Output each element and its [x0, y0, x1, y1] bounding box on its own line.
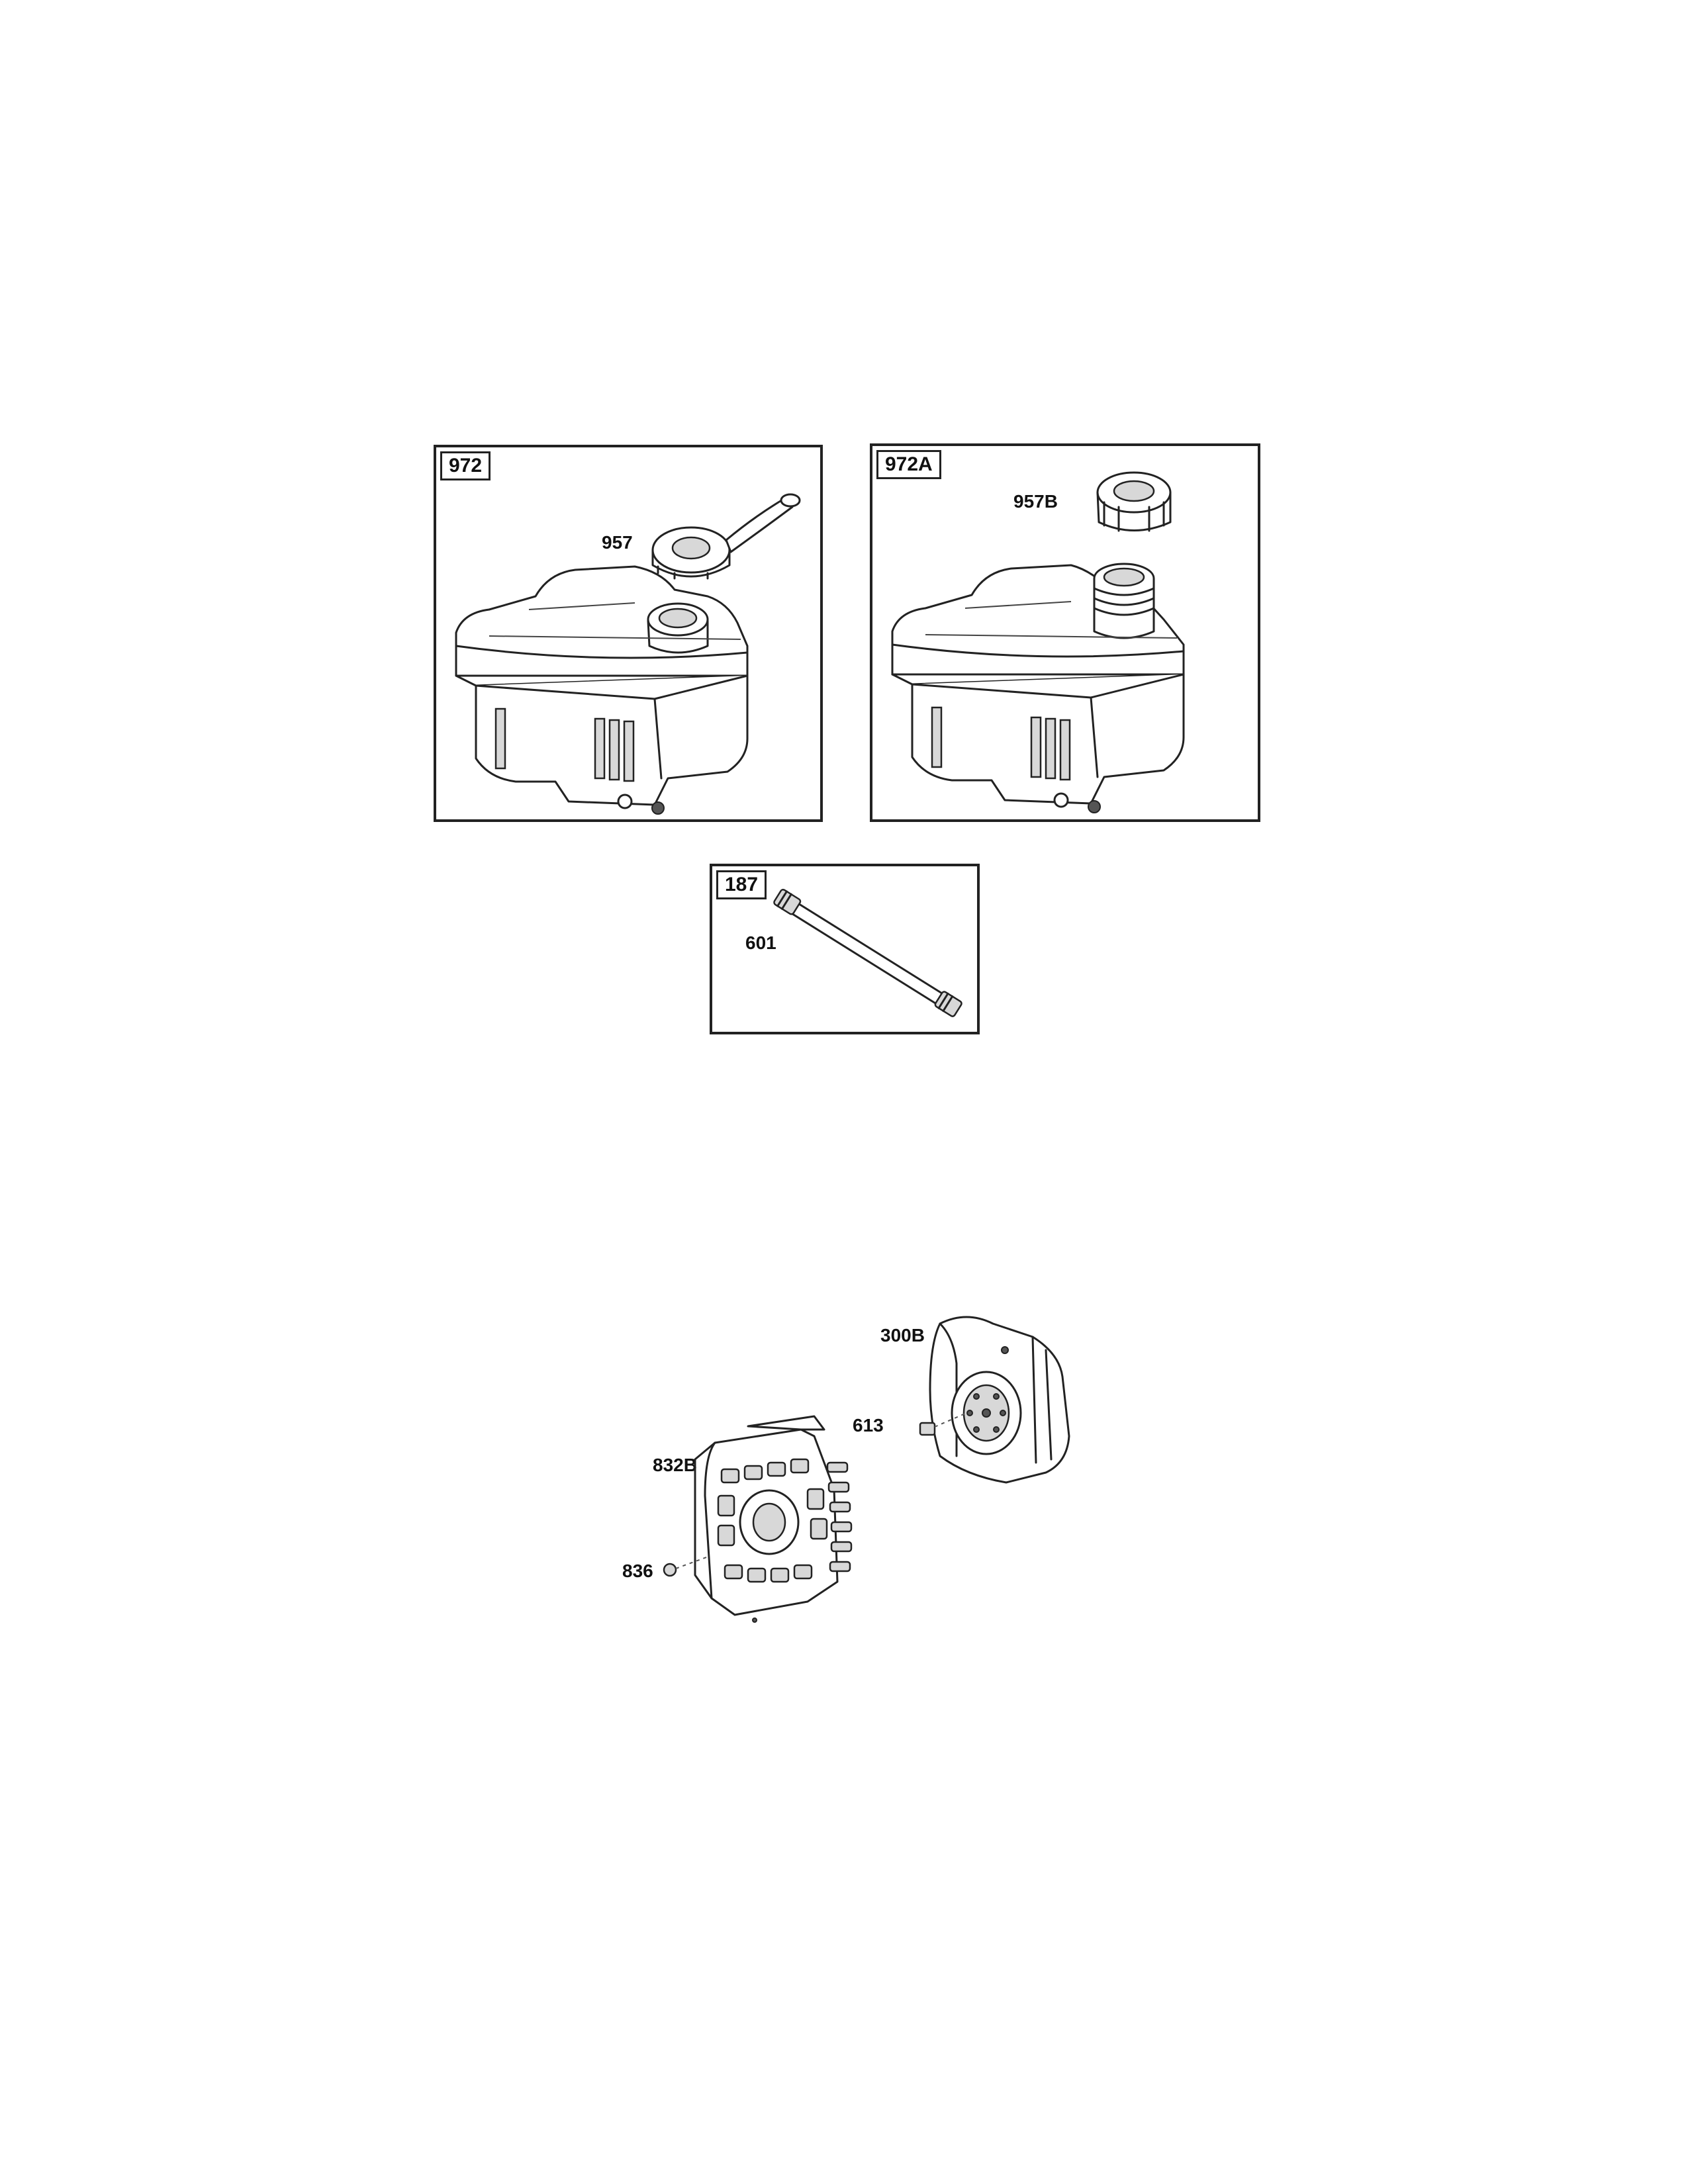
screw-613-icon — [919, 1412, 967, 1436]
callout-300b: 300B — [880, 1325, 925, 1345]
fuel-hose-drawing — [773, 888, 962, 1017]
callout-613: 613 — [853, 1415, 884, 1435]
panel-tag-972: 972 — [440, 451, 491, 480]
callout-957: 957 — [602, 532, 633, 553]
fuel-cap-957b-icon — [1096, 471, 1172, 532]
muffler-exploded-drawing — [663, 1316, 1070, 1623]
callout-836: 836 — [622, 1561, 653, 1581]
panel-tag-187: 187 — [716, 870, 767, 899]
screw-836-icon — [663, 1556, 709, 1577]
muffler-assembly: 300B 613 832B 836 — [596, 1297, 1125, 1641]
callout-957b: 957B — [1013, 491, 1058, 512]
fuel-cap-957-icon — [651, 493, 801, 580]
fuel-tank-body — [455, 565, 749, 815]
callout-601: 601 — [745, 933, 776, 953]
muffler-300b-icon — [929, 1316, 1070, 1484]
panel-tag-972a: 972A — [876, 450, 941, 479]
panel-fuel-line-187: 187 601 — [710, 864, 980, 1034]
fuel-hose-601-icon — [773, 888, 962, 1017]
muffler-guard-832b-icon — [694, 1415, 853, 1616]
fuel-tank-with-cap-drawing-b — [891, 471, 1185, 813]
fuel-tank-with-cap-drawing — [455, 493, 801, 815]
panel-fuel-tank-972: 972 957 — [434, 445, 823, 822]
callout-832b: 832B — [653, 1455, 697, 1475]
panel-fuel-tank-972a: 972A 957B — [870, 443, 1260, 822]
fuel-tank-body-b — [891, 563, 1185, 813]
